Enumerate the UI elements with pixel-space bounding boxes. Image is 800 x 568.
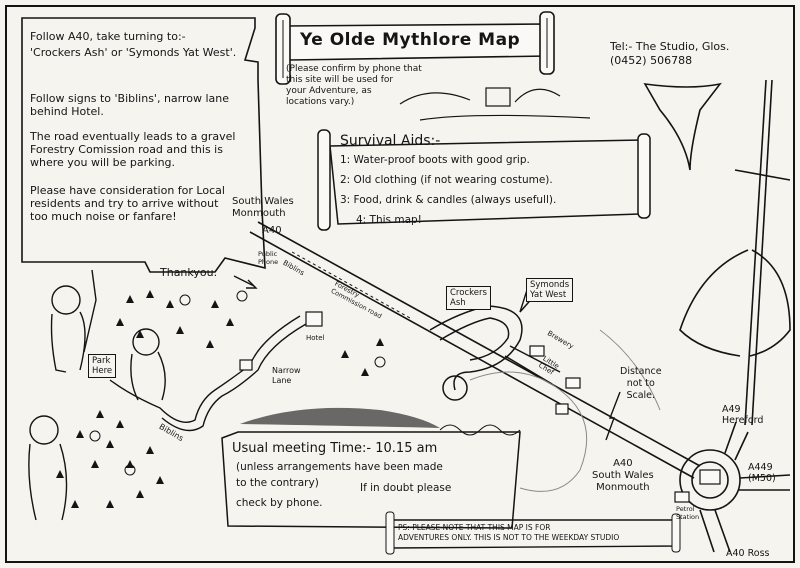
label-narrow-lane: Narrow Lane: [272, 366, 301, 385]
trees: [56, 290, 384, 508]
dragon-illustration: [469, 329, 661, 492]
directions-thanks: Thankyou.: [160, 266, 218, 279]
label-a40-ross: A40 Ross: [726, 548, 770, 559]
a40-road: [249, 221, 701, 479]
meeting-box: [221, 407, 521, 529]
label-crockers-ash: Crockers Ash: [446, 286, 491, 310]
meeting-line-4: check by phone.: [236, 497, 323, 509]
map-border: [5, 5, 795, 563]
label-public-phone: Public Phone: [258, 250, 279, 266]
survival-item-1: 1: Water-proof boots with good grip.: [340, 154, 530, 166]
ps-scroll: [385, 511, 681, 555]
axe-illustration: [643, 79, 791, 426]
directions-turnings: 'Crockers Ash' or 'Symonds Yat West'.: [30, 46, 237, 59]
wave-decoration: [439, 424, 521, 436]
label-south-wales-top: South Wales Monmouth: [232, 196, 294, 219]
title-note: (Please confirm by phone that this site …: [286, 64, 422, 107]
survival-item-2: 2: Old clothing (if not wearing costume)…: [340, 174, 553, 186]
directions-step-2: Follow signs to 'Biblins', narrow lane b…: [30, 92, 230, 118]
title-scroll: [275, 11, 555, 85]
meeting-line-2: to the contrary): [236, 477, 319, 489]
meeting-heading: Usual meeting Time:- 10.15 am: [232, 441, 438, 456]
contact-phone: Tel:- The Studio, Glos. (0452) 506788: [610, 40, 730, 67]
map-title: Ye Olde Mythlore Map: [300, 30, 521, 50]
label-hotel: Hotel: [306, 334, 325, 342]
label-park-here: Park Here: [88, 354, 117, 378]
label-a40-south: A40 South Wales Monmouth: [592, 458, 654, 493]
label-petrol-station: Petrol Station: [676, 505, 700, 521]
label-symonds-yat-west: Symonds Yat West: [526, 278, 574, 302]
survival-item-3: 3: Food, drink & candles (always usefull…: [340, 194, 557, 206]
roundabout: [679, 421, 791, 553]
survival-item-4: 4: This map!: [356, 214, 422, 226]
ps-note: PS: PLEASE NOTE THAT THIS MAP IS FOR ADV…: [398, 523, 620, 542]
buildings: [239, 311, 721, 503]
survival-heading: Survival Aids:-: [340, 133, 441, 149]
label-distance: Distance not to Scale.: [620, 366, 662, 401]
label-a40-top: A40: [262, 225, 282, 236]
forestry-road: [291, 251, 411, 319]
meeting-line-3: If in doubt please: [360, 482, 452, 494]
directions-step-1: Follow A40, take turning to:-: [30, 30, 186, 43]
directions-step-3: The road eventually leads to a gravel Fo…: [30, 130, 236, 169]
meeting-line-1: (unless arrangements have been made: [236, 461, 443, 473]
label-a49: A49 Hereford: [722, 404, 764, 426]
label-a449: A449 (M50): [748, 462, 776, 484]
directions-consideration: Please have consideration for Local resi…: [30, 184, 225, 223]
scene-illustration: [399, 87, 591, 121]
creatures-illustration: [28, 269, 166, 521]
round-trees: [89, 290, 386, 476]
survival-scroll: [317, 129, 651, 231]
narrow-lane: [109, 315, 307, 432]
